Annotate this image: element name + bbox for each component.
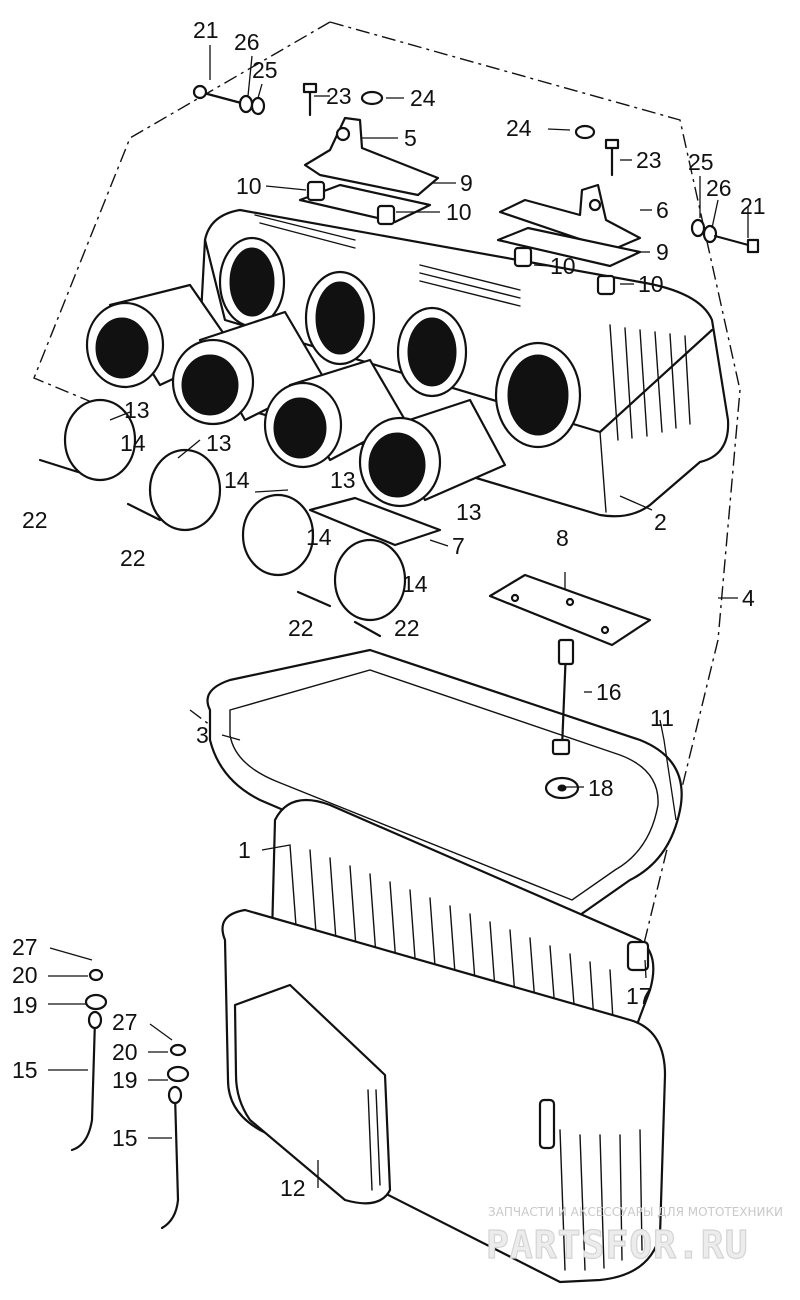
callout-leaders-short	[48, 947, 319, 1188]
air-cleaner-case-12	[221, 908, 667, 1284]
plate-8	[488, 573, 652, 647]
washer-18	[544, 776, 580, 800]
callout-26: 26	[234, 29, 260, 55]
grommet-10	[306, 180, 616, 296]
stud-16	[551, 638, 575, 756]
callout-14: 14	[402, 571, 428, 597]
plate-7	[308, 496, 442, 547]
gasket-9-left	[298, 183, 432, 224]
callout-18: 18	[588, 775, 614, 801]
callout-labels: 21 26 25 23 24 5 10 9 10 24 23 25 26 21 …	[12, 17, 766, 1201]
callout-14: 14	[306, 524, 332, 550]
callout-25: 25	[688, 149, 714, 175]
callout-9: 9	[460, 170, 473, 196]
bolt-21-left	[192, 84, 266, 116]
callout-27: 27	[12, 934, 38, 960]
screw-22	[38, 458, 382, 638]
callout-22: 22	[394, 615, 420, 641]
air-cleaner-cover	[196, 208, 730, 518]
callout-24: 24	[410, 85, 436, 111]
callout-13: 13	[456, 499, 482, 525]
callout-11: 11	[650, 705, 674, 731]
callout-20: 20	[12, 962, 38, 988]
callout-8: 8	[556, 525, 569, 551]
callout-22: 22	[288, 615, 314, 641]
screw-23-left	[302, 82, 384, 117]
callout-10: 10	[446, 199, 472, 225]
callout-13: 13	[124, 397, 150, 423]
callout-4: 4	[742, 585, 755, 611]
callout-14: 14	[120, 430, 146, 456]
callout-5: 5	[404, 125, 417, 151]
callout-10: 10	[236, 173, 262, 199]
bracket-5	[303, 116, 440, 197]
intake-tube-4	[358, 398, 507, 508]
callout-19: 19	[112, 1067, 138, 1093]
clip-20-19-27	[84, 968, 190, 1083]
callout-16: 16	[596, 679, 622, 705]
callout-10: 10	[550, 253, 576, 279]
callout-13: 13	[206, 430, 232, 456]
callout-9: 9	[656, 239, 669, 265]
callout-24: 24	[506, 115, 532, 141]
callout-13: 13	[330, 467, 356, 493]
bolt-21-right	[690, 218, 760, 254]
watermark: ЗАПЧАСТИ И АКСЕССУАРЫ ДЛЯ МОТОТЕХНИКИ PA…	[485, 1205, 783, 1268]
callout-25: 25	[252, 57, 278, 83]
watermark-brand: PARTSFOR.RU	[486, 1223, 749, 1267]
callout-15: 15	[112, 1125, 138, 1151]
bracket-6	[498, 183, 642, 252]
callout-22: 22	[22, 507, 48, 533]
callout-7: 7	[452, 533, 465, 559]
callout-23: 23	[636, 147, 662, 173]
callout-23: 23	[326, 83, 352, 109]
callout-27: 27	[112, 1009, 138, 1035]
band-14	[63, 398, 407, 622]
watermark-tagline: ЗАПЧАСТИ И АКСЕССУАРЫ ДЛЯ МОТОТЕХНИКИ	[488, 1205, 783, 1219]
callout-6: 6	[656, 197, 669, 223]
callout-19: 19	[12, 992, 38, 1018]
callout-21: 21	[740, 193, 766, 219]
screw-23-right	[574, 124, 620, 177]
assembly-boundary-line	[33, 21, 741, 961]
callout-17: 17	[626, 983, 652, 1009]
callout-1: 1	[238, 837, 251, 863]
leader-lines	[109, 45, 749, 979]
drain-tube-15	[70, 1010, 183, 1230]
callout-2: 2	[654, 509, 667, 535]
callout-15: 15	[12, 1057, 38, 1083]
callout-3: 3	[196, 722, 209, 748]
callout-21: 21	[193, 17, 219, 43]
callout-22: 22	[120, 545, 146, 571]
callout-26: 26	[706, 175, 732, 201]
callout-14: 14	[224, 467, 250, 493]
callout-12: 12	[280, 1175, 306, 1201]
callout-10: 10	[638, 271, 664, 297]
callout-20: 20	[112, 1039, 138, 1065]
